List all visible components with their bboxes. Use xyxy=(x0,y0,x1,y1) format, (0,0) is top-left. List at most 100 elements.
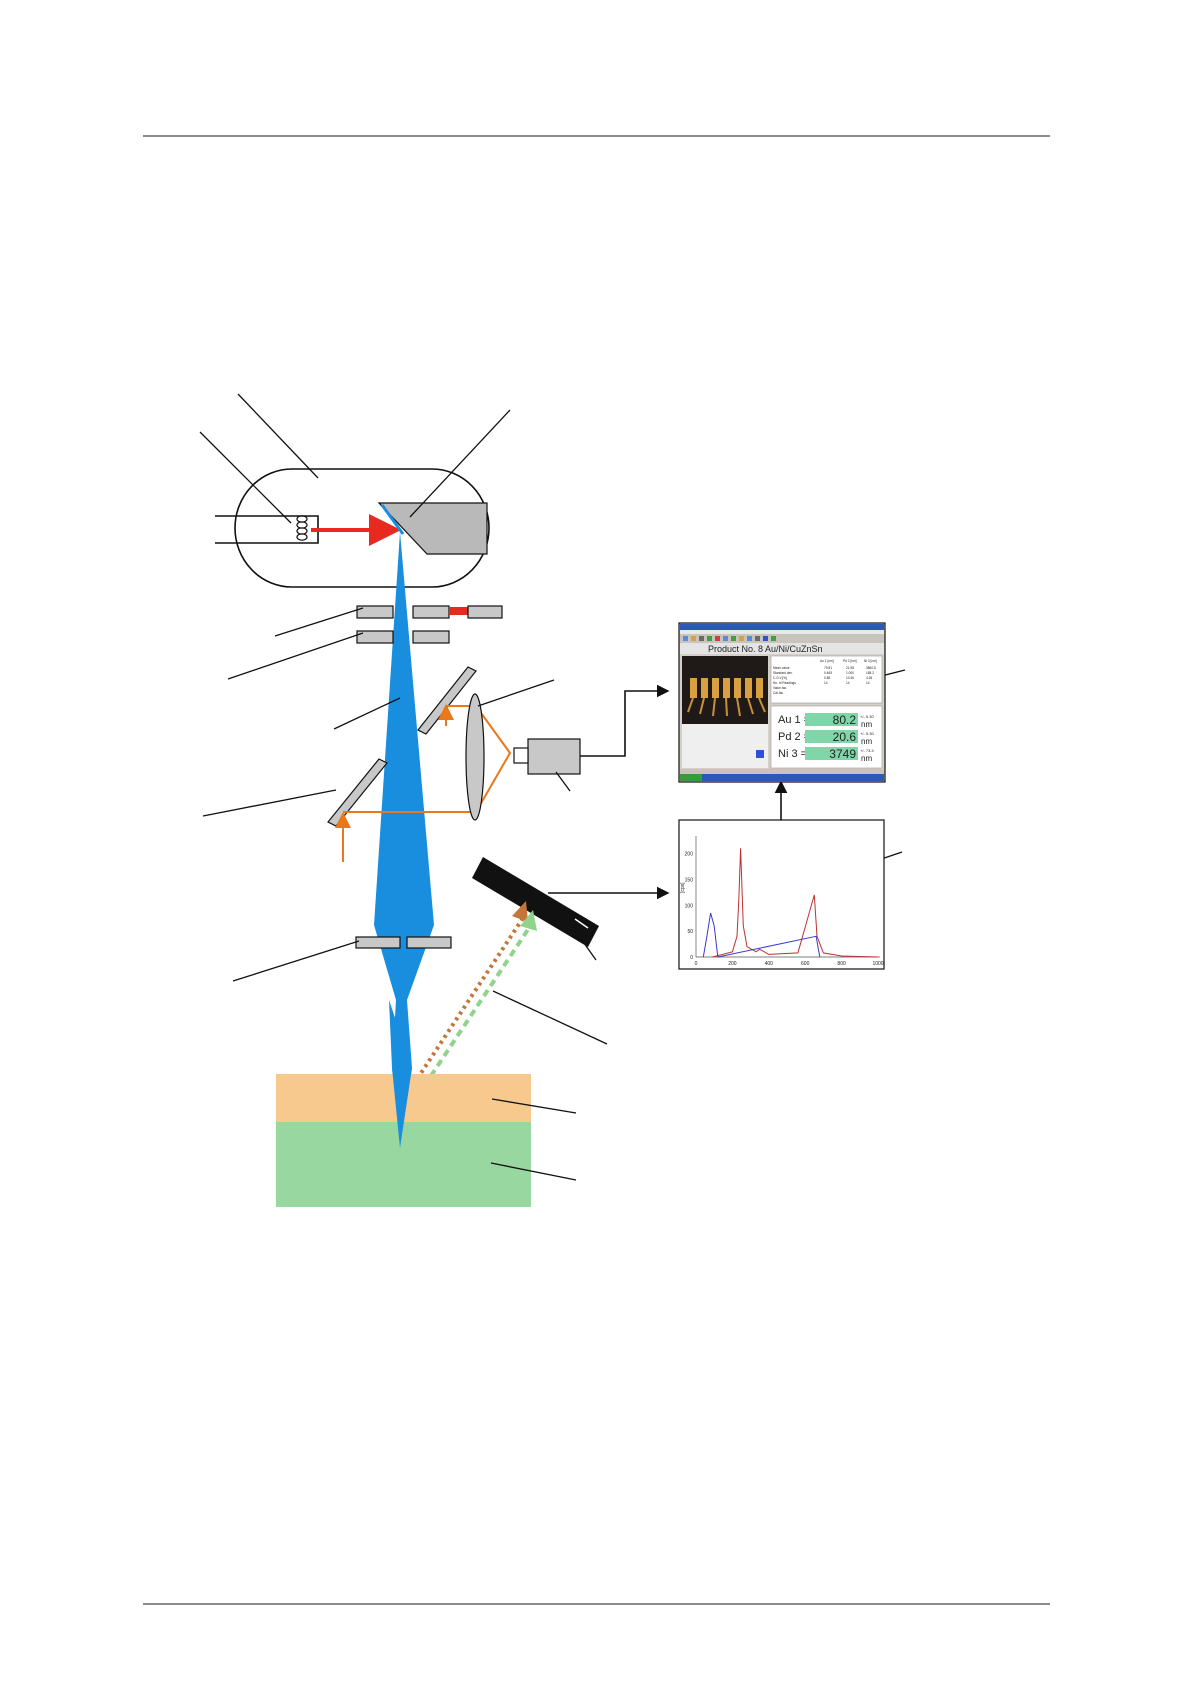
result-row-ni: Ni 3 = 3749 +/- 73.4 nm xyxy=(778,747,874,763)
y-tick-label: 100 xyxy=(685,903,694,909)
fluorescence-arrow-b xyxy=(520,910,537,931)
svg-text:14: 14 xyxy=(866,681,870,685)
svg-text:Ni 3 [nm]: Ni 3 [nm] xyxy=(864,659,877,663)
result-cell xyxy=(805,747,858,760)
svg-text:4.28: 4.28 xyxy=(866,676,872,680)
svg-text:14: 14 xyxy=(824,681,828,685)
screenshot-titlebar xyxy=(680,624,884,630)
x-tick-label: 0 xyxy=(695,961,698,967)
screenshot-toolbar xyxy=(680,634,884,643)
logo-badge xyxy=(756,750,764,758)
spectrum-chart: 200 150 100 50 0 0 200 400 600 800 1000 [cps] xyxy=(678,819,885,970)
lower-mirror xyxy=(327,758,388,827)
result-cell xyxy=(805,730,858,743)
y-axis-label: [cps] xyxy=(680,882,686,893)
filter-plate-left xyxy=(356,605,394,619)
result-unit: nm xyxy=(861,720,872,729)
filter-plate-right xyxy=(467,605,503,619)
svg-text:Au 1 [nm]: Au 1 [nm] xyxy=(820,659,834,663)
fluorescence-arrow-a xyxy=(512,901,528,922)
svg-text:165.2: 165.2 xyxy=(866,671,874,675)
software-screenshot: Product No. 8 Au/Ni/CuZnSn Au 1 [nm] Pd … xyxy=(678,622,886,783)
y-tick-label: 0 xyxy=(690,955,693,961)
y-tick-label: 150 xyxy=(685,877,694,883)
anode-target xyxy=(377,502,488,555)
toolbar-icons xyxy=(683,636,776,641)
fluorescence-ray-a xyxy=(400,916,525,1104)
result-unit: nm xyxy=(861,754,872,763)
svg-text:79.81: 79.81 xyxy=(824,666,832,670)
svg-text:21.98: 21.98 xyxy=(846,666,854,670)
spectrum-frame xyxy=(678,819,885,970)
anode-surface xyxy=(380,504,405,535)
collimator-plate-right xyxy=(412,630,450,644)
result-label: Ni 3 = xyxy=(778,748,807,760)
stats-table-header: Au 1 [nm] Pd 2 [nm] Ni 3 [nm] xyxy=(820,659,877,663)
result-row-au: Au 1 = 80.2 +/- 5.30 nm xyxy=(778,713,874,729)
sample-image-toolbar xyxy=(682,724,768,768)
svg-text:No. of Readings: No. of Readings xyxy=(773,681,796,685)
svg-text:Mean value: Mean value xyxy=(773,666,790,670)
detector xyxy=(472,857,599,947)
svg-text:Value-fac: Value-fac xyxy=(773,686,787,690)
optical-ray-to-camera xyxy=(475,705,512,813)
beam-in-sample xyxy=(389,1000,412,1148)
camera-body xyxy=(527,738,581,775)
primary-xray-beam xyxy=(374,532,434,1148)
svg-text:Pd 2 [nm]: Pd 2 [nm] xyxy=(843,659,857,663)
screenshot-taskbar xyxy=(680,774,884,781)
x-tick-label: 600 xyxy=(801,961,810,967)
result-value: 20.6 xyxy=(833,730,857,744)
svg-text:Standard dev.: Standard dev. xyxy=(773,671,793,675)
svg-text:C.O.V.[%]: C.O.V.[%] xyxy=(773,676,787,680)
svg-text:10.46: 10.46 xyxy=(846,676,854,680)
result-label: Au 1 = xyxy=(778,714,810,726)
filament-coil xyxy=(296,515,308,541)
x-tick-label: 400 xyxy=(765,961,774,967)
lens xyxy=(465,693,485,821)
product-title-bar xyxy=(680,643,884,654)
spectrum-series xyxy=(702,848,879,958)
svg-text:0.58: 0.58 xyxy=(824,676,830,680)
result-deviation: +/- 5.30 xyxy=(860,731,874,736)
x-tick-label: 1000 xyxy=(872,961,883,967)
product-title: Product No. 8 Au/Ni/CuZnSn xyxy=(708,644,823,654)
start-button xyxy=(680,774,702,781)
result-label: Pd 2 = xyxy=(778,731,810,743)
collimator-plate-left xyxy=(356,630,394,644)
x-tick-label: 200 xyxy=(728,961,737,967)
camera-lens xyxy=(513,747,529,764)
spectrum-series-line-0 xyxy=(712,848,879,958)
svg-text:3860.5: 3860.5 xyxy=(866,666,876,670)
spectrum-series-line-1 xyxy=(702,912,821,958)
result-value: 80.2 xyxy=(833,713,857,727)
substrate-layer xyxy=(276,1122,531,1207)
svg-text:14: 14 xyxy=(846,681,850,685)
svg-text:1.000: 1.000 xyxy=(846,671,854,675)
x-tick-label: 800 xyxy=(837,961,846,967)
x-tick-labels: 0 200 400 600 800 1000 xyxy=(695,961,884,967)
filter-actuator xyxy=(449,607,468,615)
aperture-left xyxy=(355,936,401,949)
result-row-pd: Pd 2 = 20.6 +/- 5.30 nm xyxy=(778,730,874,746)
svg-text:Cal-fac: Cal-fac xyxy=(773,691,784,695)
detector-window xyxy=(574,918,589,929)
screenshot-menubar xyxy=(680,630,884,634)
upper-mirror xyxy=(417,666,477,735)
result-unit: nm xyxy=(861,737,872,746)
y-tick-label: 50 xyxy=(687,929,693,935)
result-value: 3749 xyxy=(829,747,856,761)
stats-table xyxy=(770,655,883,704)
camera-to-monitor-line xyxy=(580,684,670,757)
pcb-pads xyxy=(690,678,763,698)
result-deviation: +/- 73.4 xyxy=(860,748,874,753)
stats-table-rows: Mean value Standard dev. C.O.V.[%] No. o… xyxy=(773,666,876,695)
result-cell xyxy=(805,713,858,726)
result-deviation: +/- 5.30 xyxy=(860,714,874,719)
svg-text:0.465: 0.465 xyxy=(824,671,832,675)
filter-plate-center xyxy=(412,605,450,619)
screenshot-statusbar xyxy=(680,769,884,774)
pcb-traces xyxy=(687,697,766,717)
aperture-right xyxy=(406,936,452,949)
